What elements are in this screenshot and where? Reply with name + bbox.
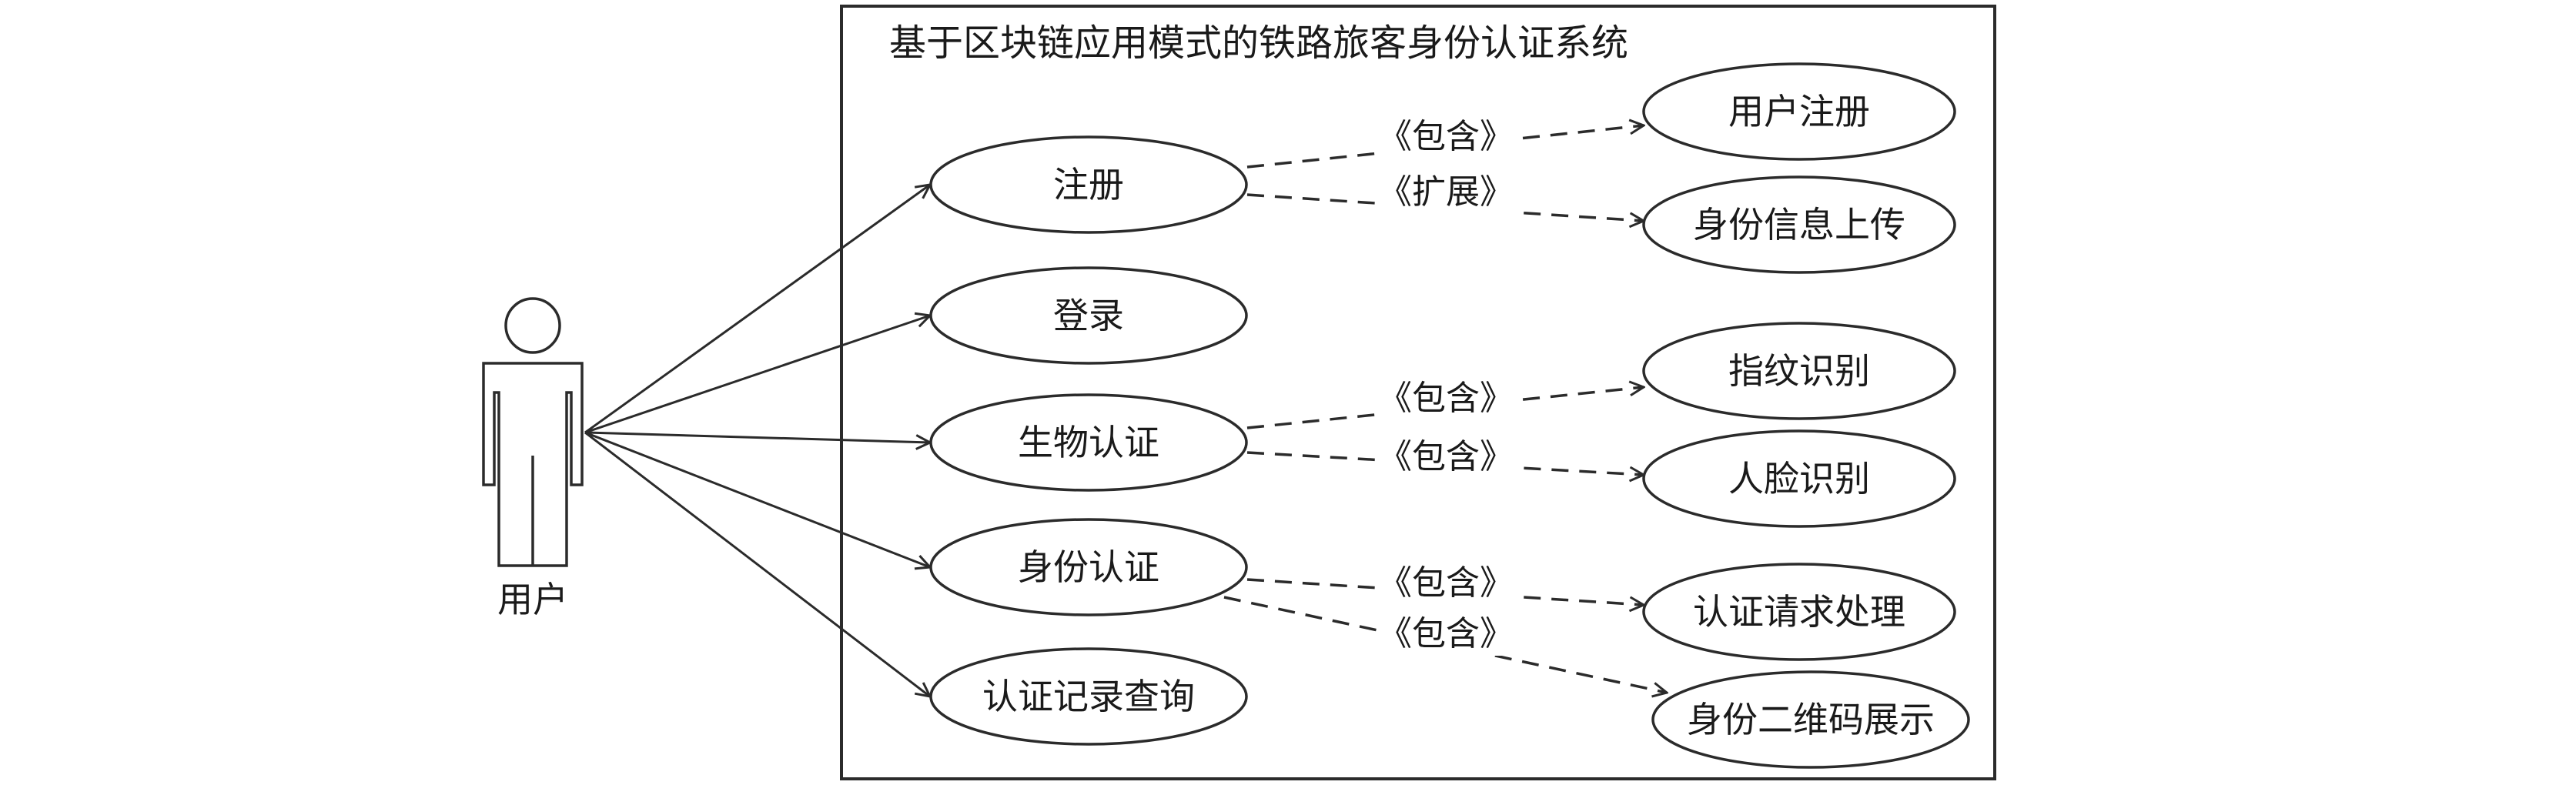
label-id-include-1: 《包含》 — [1378, 563, 1514, 603]
use-case-id-auth[interactable]: 身份认证 — [929, 518, 1248, 616]
use-case-login-label: 登录 — [1053, 295, 1124, 336]
use-case-login[interactable]: 登录 — [929, 266, 1248, 365]
relation-labels: 《包含》 《扩展》 《包含》 《包含》 《包含》 《包含》 — [1377, 115, 1515, 656]
assoc-login — [584, 316, 930, 434]
use-case-auth-request-label: 认证请求处理 — [1693, 591, 1905, 633]
use-case-face-recognition-label: 人脸识别 — [1728, 458, 1870, 499]
label-reg-include: 《包含》 — [1378, 117, 1514, 156]
assoc-record-query — [584, 431, 930, 696]
actor-user[interactable]: 用户 — [482, 297, 584, 620]
use-case-register[interactable]: 注册 — [929, 135, 1248, 234]
actor-associations — [584, 185, 930, 696]
system-boundary — [840, 5, 1996, 780]
use-case-bio-auth-label: 生物认证 — [1018, 422, 1159, 463]
use-case-auth-request[interactable]: 认证请求处理 — [1642, 563, 1956, 661]
system-title: 基于区块链应用模式的铁路旅客身份认证系统 — [889, 22, 1628, 65]
use-case-qr-display-label: 身份二维码展示 — [1687, 699, 1935, 740]
label-reg-extend: 《扩展》 — [1378, 172, 1514, 212]
use-case-record-query[interactable]: 认证记录查询 — [929, 647, 1248, 746]
use-case-fingerprint-label: 指纹识别 — [1728, 350, 1870, 392]
actor-label: 用户 — [497, 579, 568, 620]
label-id-include-2: 《包含》 — [1378, 614, 1514, 653]
use-case-register-label: 注册 — [1053, 164, 1124, 205]
use-case-id-info-upload[interactable]: 身份信息上传 — [1642, 175, 1956, 274]
use-case-bio-auth[interactable]: 生物认证 — [929, 393, 1248, 492]
assoc-bio-auth — [584, 431, 930, 443]
label-bio-include-1: 《包含》 — [1378, 379, 1514, 418]
use-case-qr-display[interactable]: 身份二维码展示 — [1651, 670, 1970, 769]
use-case-record-query-label: 认证记录查询 — [982, 676, 1195, 717]
use-case-user-register-label: 用户注册 — [1728, 91, 1870, 132]
assoc-register — [584, 185, 930, 434]
use-case-id-info-upload-label: 身份信息上传 — [1693, 204, 1905, 246]
use-case-face-recognition[interactable]: 人脸识别 — [1642, 429, 1956, 528]
use-case-user-register[interactable]: 用户注册 — [1642, 62, 1956, 161]
user-actor-icon — [482, 297, 584, 567]
use-case-id-auth-label: 身份认证 — [1018, 546, 1159, 588]
use-case-fingerprint[interactable]: 指纹识别 — [1642, 322, 1956, 420]
label-bio-include-2: 《包含》 — [1378, 437, 1514, 476]
assoc-id-auth — [584, 431, 930, 567]
